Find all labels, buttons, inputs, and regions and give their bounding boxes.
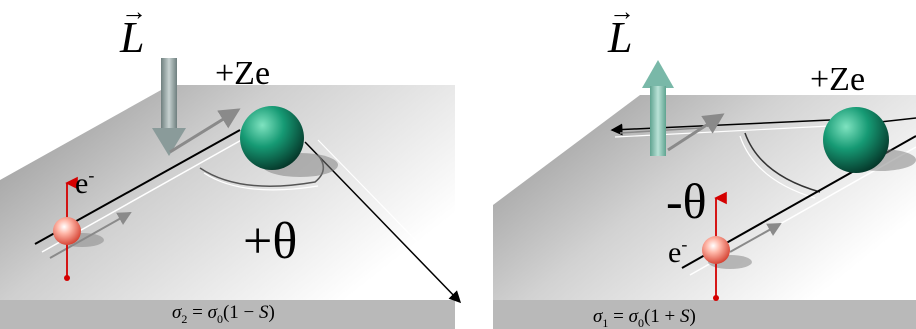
left-angle-label: +θ	[243, 213, 297, 270]
left-cross-section-formula: σ2 = σ0(1 − S)	[172, 302, 275, 326]
left-panel: L → +Ze e- +θ σ2 = σ0(1 − S)	[0, 0, 470, 329]
right-nucleus	[823, 107, 889, 173]
right-floor-front	[493, 300, 916, 329]
left-nucleus	[240, 106, 304, 170]
right-L-vector-accent: →	[609, 0, 635, 26]
right-charge-label: +Ze	[810, 61, 865, 98]
right-angle-label: -θ	[666, 173, 707, 229]
right-electron	[702, 236, 730, 264]
left-electron	[53, 217, 81, 245]
left-L-vector-accent: →	[121, 0, 147, 26]
right-cross-section-formula: σ1 = σ0(1 + S)	[593, 306, 696, 329]
left-charge-label: +Ze	[215, 55, 270, 92]
right-panel: L → +Ze -θ e- σ1 = σ0(1 + S)	[493, 0, 916, 329]
